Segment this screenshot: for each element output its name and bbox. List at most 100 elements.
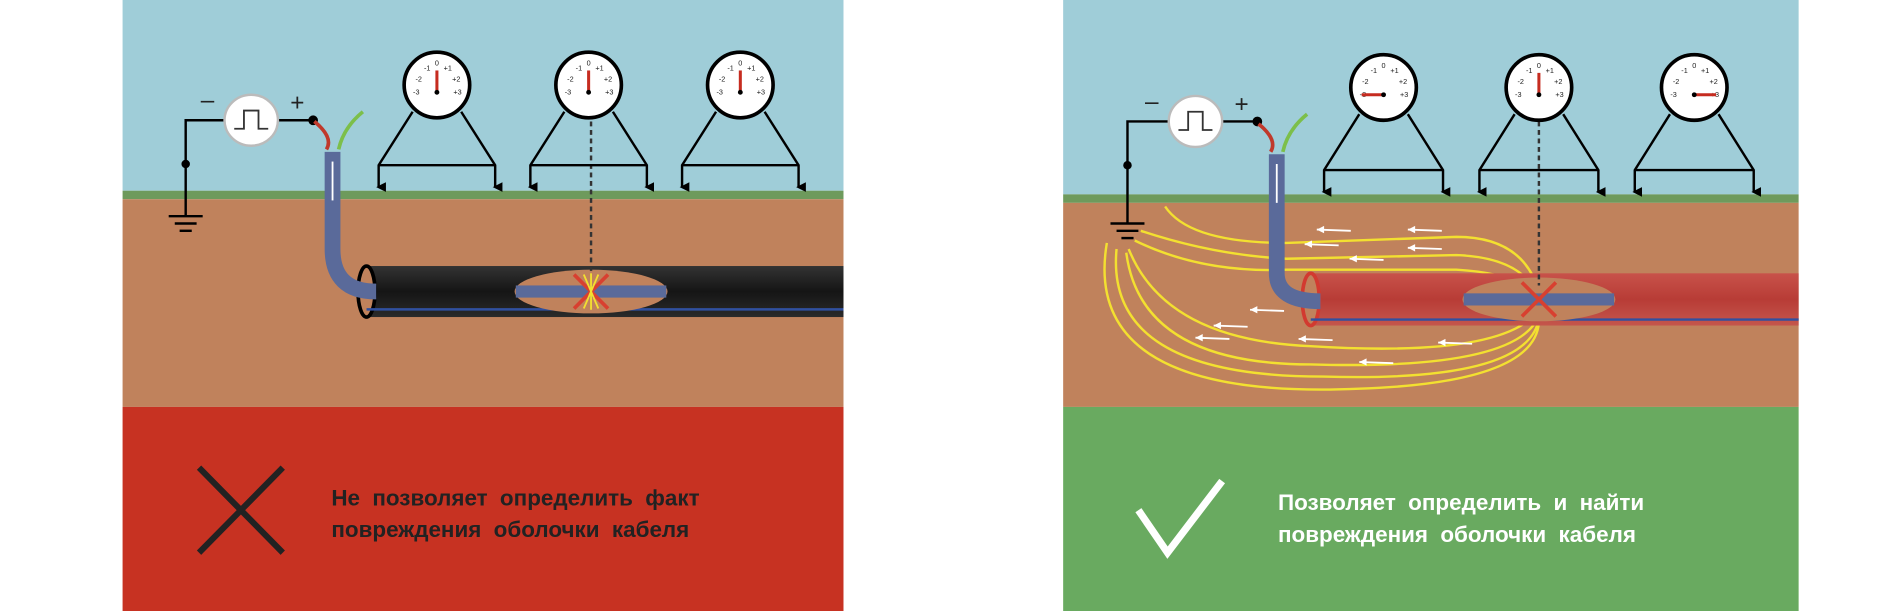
gauge-scale-label: -3 (413, 88, 419, 97)
gauge-scale-label: 0 (1382, 61, 1386, 70)
gauge-dial (1348, 52, 1419, 123)
arrowhead (1349, 255, 1357, 263)
cable (1257, 112, 1799, 328)
gauge-scale-label: +1 (595, 63, 603, 72)
gauge-scale-label: 0 (435, 59, 439, 68)
gauge-scale-label: 0 (587, 59, 591, 68)
gauge-scale-label: +3 (605, 88, 613, 97)
gauge-scale-label: -1 (1526, 66, 1532, 75)
gauge-scale-label: 0 (1692, 61, 1696, 70)
gauge-scale-label: -2 (567, 74, 573, 83)
right-caption-line1: Позволяет определить и найти (1278, 490, 1644, 515)
checkmark-icon (1135, 478, 1226, 559)
current-field-line (1127, 248, 1540, 350)
ground-surface (1063, 194, 1799, 203)
pulse-generator: –+ (1110, 88, 1263, 240)
left-caption-line1: Не позволяет определить факт (331, 485, 699, 510)
gauge-scale-label: -2 (415, 74, 421, 83)
voltmeter-gauge: -3 -2-1 0 +1+2 +3 (376, 50, 503, 192)
gauge-pivot (1536, 92, 1542, 98)
gauge-scale-label: -1 (424, 63, 430, 72)
ground-wire (184, 119, 225, 217)
right-caption-line2: повреждения оболочки кабеля (1278, 522, 1636, 547)
arrowhead (1359, 358, 1367, 366)
voltmeter-gauge: -3 -2-1 0 +1+2 +3 (679, 50, 806, 192)
probe-leg-left (527, 111, 566, 192)
gauge-scale-label: -1 (1371, 66, 1377, 75)
current-field-line (1114, 248, 1541, 379)
leakage-arrow-icon (590, 291, 600, 309)
gauge-scale-label: +2 (1399, 77, 1407, 86)
gauge-scale-label: +3 (453, 88, 461, 97)
current-field-line (1125, 252, 1541, 367)
gauge-scale-label: -1 (576, 63, 582, 72)
gauge-scale-label: -2 (1362, 77, 1368, 86)
current-field-line (1103, 242, 1541, 391)
fault-x-icon (1520, 281, 1558, 318)
plus-label: + (290, 90, 304, 117)
green-wire (1281, 112, 1309, 153)
arrowhead (1304, 240, 1312, 248)
voltmeter-gauge: -3-2-10+1+2+3 (1321, 52, 1451, 197)
gauge-scale-label: +2 (1710, 77, 1718, 86)
gauge-pivot (586, 89, 592, 95)
gauge-scale-label: +3 (1555, 90, 1563, 99)
gauge-scale-label: +3 (1400, 90, 1408, 99)
junction-dot (181, 159, 190, 169)
minus-label: – (1145, 88, 1159, 115)
red-wire (1257, 122, 1275, 153)
green-wire (336, 110, 365, 150)
gauge-scale-label: 0 (1537, 61, 1541, 70)
gauge-scale-label: +1 (1701, 66, 1709, 75)
cable-core (324, 151, 377, 300)
minus-label: – (201, 87, 215, 114)
gauge-scale-label: -2 (1673, 77, 1679, 86)
gauge-scale-label: +2 (452, 74, 460, 83)
red-wire (313, 120, 331, 151)
leakage-arrow-icon (582, 274, 592, 292)
leakage-arrow-icon (590, 274, 600, 292)
arrowhead (1316, 225, 1325, 234)
arrowhead (1407, 244, 1416, 252)
gauge-scale-label: -1 (1681, 66, 1687, 75)
pulse-generator: –+ (168, 87, 318, 233)
gauge-pivot (737, 89, 743, 95)
gauge-scale-label: 0 (738, 59, 742, 68)
gauge-scale-label: -2 (719, 74, 725, 83)
gauge-scale-label: +1 (444, 63, 452, 72)
gauge-pivot (1381, 92, 1386, 98)
arrowhead (1213, 321, 1221, 330)
voltmeter-gauge: -3-2-10+1+2+3 (1477, 52, 1606, 197)
gauge-scale-label: -3 (1670, 90, 1676, 99)
cross-icon (196, 465, 285, 555)
gauge-scale-label: +3 (757, 88, 765, 97)
gauge-scale-label: -3 (565, 88, 571, 97)
gauge-scale-label: +2 (756, 74, 764, 83)
left-panel-no-fault-detection (122, 0, 844, 611)
current-field-line (1164, 205, 1541, 292)
gauge-scale-label: -3 (716, 88, 722, 97)
arrowhead (1438, 338, 1446, 347)
arrowhead (1407, 225, 1416, 234)
arrowhead (1250, 306, 1258, 314)
gauge-scale-label: -2 (1517, 77, 1523, 86)
gauge-pivot (434, 89, 440, 95)
cable (313, 110, 844, 319)
gauge-scale-label: +1 (747, 63, 755, 72)
cable-core (1268, 154, 1321, 310)
gauge-dial (1659, 52, 1729, 123)
square-pulse-icon (1178, 110, 1213, 131)
gauge-scale-label: +1 (1390, 66, 1398, 75)
square-pulse-icon (234, 109, 269, 130)
voltmeter-gauge: -3-2-10+1+2+3 (527, 50, 655, 192)
generator-body (223, 93, 280, 147)
junction-dot (1123, 160, 1132, 170)
plus-label: + (1234, 91, 1248, 118)
arrowhead (1195, 334, 1203, 342)
left-caption-line2: повреждения оболочки кабеля (331, 517, 689, 542)
gauge-scale-label: -1 (727, 63, 733, 72)
leakage-arrow-icon (582, 291, 592, 309)
ground-wire (1126, 120, 1169, 224)
good-result-banner (1063, 406, 1799, 611)
ground-surface (122, 190, 844, 200)
